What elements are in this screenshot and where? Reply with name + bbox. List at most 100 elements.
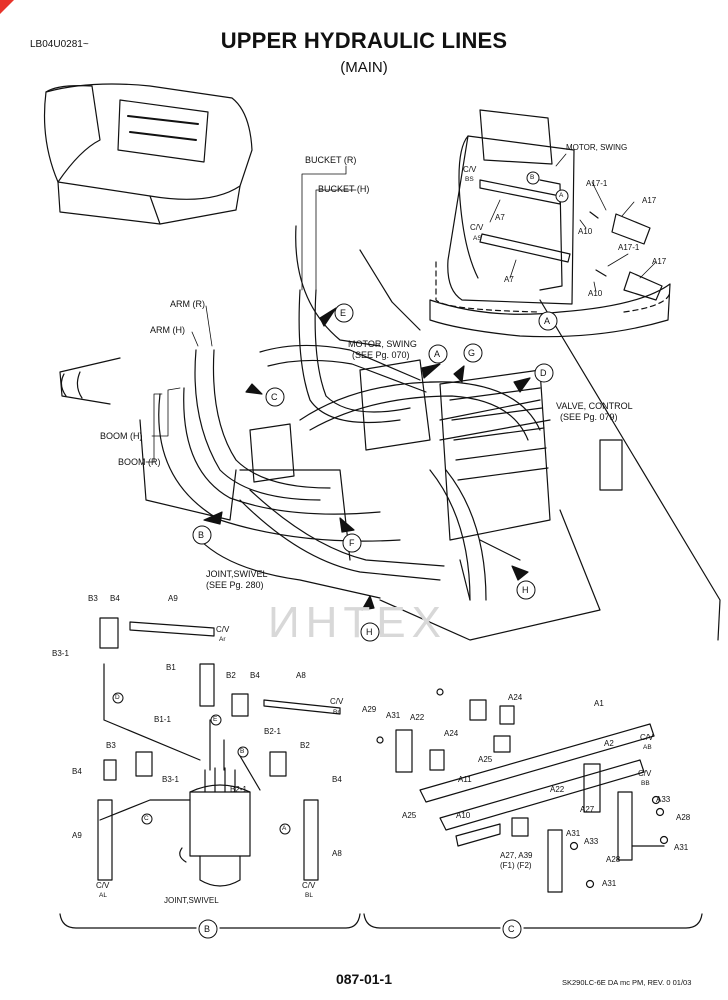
port-cv-bb: C/V <box>638 769 652 778</box>
logo-mark <box>0 0 14 14</box>
callout-circle-h-lower <box>360 622 380 642</box>
part-a22-mid: A22 <box>550 785 565 794</box>
part-b3-1-mid: B3-1 <box>162 775 179 784</box>
part-a17-upper: A17 <box>642 196 657 205</box>
detail-b-caption: JOINT,SWIVEL <box>164 896 219 905</box>
port-circle-a-small <box>279 823 291 835</box>
callout-e: E <box>340 308 347 318</box>
part-a31-mid: A31 <box>566 829 581 838</box>
part-a22-top: A22 <box>410 713 425 722</box>
pipe-bracket-detail <box>376 688 669 893</box>
part-a25-bottom: A25 <box>402 811 417 820</box>
label-motor-swing-ref: (SEE Pg. 070) <box>352 350 410 360</box>
port-a-joint: A <box>282 825 287 832</box>
label-motor-swing: MOTOR, SWING <box>348 339 417 349</box>
part-b1-1: B1-1 <box>154 715 171 724</box>
part-a7-lower: A7 <box>504 275 514 284</box>
port-al: AL <box>99 892 107 899</box>
part-a1: A1 <box>594 699 604 708</box>
port-circle-c <box>141 813 153 825</box>
excavator-thumbnail <box>43 83 253 225</box>
label-joint-swivel-ref: (SEE Pg. 280) <box>206 580 264 590</box>
part-a2: A2 <box>604 739 614 748</box>
label-arm-h: ARM (H) <box>150 325 185 335</box>
port-circle-a <box>555 189 569 203</box>
port-cv-al: C/V <box>96 881 110 890</box>
upper-frame <box>59 225 721 641</box>
label-joint-swivel: JOINT,SWIVEL <box>206 569 268 579</box>
port-b-motor: B <box>530 174 535 181</box>
part-b1: B1 <box>166 663 176 672</box>
port-cv-ab: C/V <box>640 733 654 742</box>
port-cv-bs: C/V <box>463 165 477 174</box>
callout-g: G <box>468 348 476 358</box>
page-subtitle: (MAIN) <box>340 59 388 76</box>
swivel-joint-detail <box>97 617 341 887</box>
port-cv-ar: C/V <box>216 625 230 634</box>
control-valve-block <box>249 359 551 541</box>
section-circle-c <box>502 919 522 939</box>
part-a17-lower: A17 <box>652 257 667 266</box>
part-b4-right: B4 <box>332 775 342 784</box>
part-a10-lower: A10 <box>588 289 603 298</box>
callout-h-lower: H <box>366 627 373 637</box>
page-title: UPPER HYDRAULIC LINES <box>220 28 508 53</box>
part-b2-1-mid: B2-1 <box>230 785 247 794</box>
part-a31-bottom: A31 <box>602 879 617 888</box>
callout-circle-b <box>192 525 212 545</box>
part-a8-bottom: A8 <box>332 849 342 858</box>
port-ar: Ar <box>219 636 226 643</box>
part-a10-upper: A10 <box>578 227 593 236</box>
port-ab: AB <box>643 744 652 751</box>
detail-c-section: C <box>508 924 515 934</box>
port-circle-b <box>526 171 540 185</box>
part-a27: A27 <box>580 805 595 814</box>
part-a28-right: A28 <box>676 813 691 822</box>
part-a24-top: A24 <box>508 693 523 702</box>
callout-circle-f <box>342 533 362 553</box>
page-number: 087-01-1 <box>335 971 393 987</box>
part-a7-upper: A7 <box>495 213 505 222</box>
port-d: D <box>115 694 120 701</box>
callout-circle-c <box>265 387 285 407</box>
port-c: C <box>144 815 149 822</box>
part-a17-1-lower: A17-1 <box>618 243 640 252</box>
detail-a-frame <box>435 261 671 313</box>
port-e: E <box>213 716 218 723</box>
detail-c-bracket <box>363 913 703 929</box>
callout-arrows <box>203 307 531 611</box>
detail-a-section: A <box>544 316 551 326</box>
port-b-joint: B <box>240 748 245 755</box>
part-a33-mid: A33 <box>584 837 599 846</box>
part-b3-mid: B3 <box>106 741 116 750</box>
port-bl: BL <box>305 892 313 899</box>
port-circle-d <box>112 692 124 704</box>
callout-circle-g <box>463 343 483 363</box>
label-bucket-r: BUCKET (R) <box>305 155 357 165</box>
part-a17-1-upper: A17-1 <box>586 179 608 188</box>
leader-lines <box>145 153 657 463</box>
part-a27-a39: A27, A39 <box>500 851 533 860</box>
part-a31-top: A31 <box>386 711 401 720</box>
label-boom-h: BOOM (H) <box>100 431 143 441</box>
detail-b-section: B <box>204 924 211 934</box>
callout-d: D <box>540 368 547 378</box>
part-a31-right: A31 <box>674 843 689 852</box>
part-a33-right: A33 <box>656 795 671 804</box>
port-cv-as: C/V <box>470 223 484 232</box>
part-a24-mid: A24 <box>444 729 459 738</box>
part-b4-mid: B4 <box>250 671 260 680</box>
part-a25-top: A25 <box>478 755 493 764</box>
part-a8-top: A8 <box>296 671 306 680</box>
part-a29: A29 <box>362 705 377 714</box>
callout-a: A <box>434 349 441 359</box>
callout-circle-h-right <box>516 580 536 600</box>
port-br: Br <box>333 709 340 716</box>
document-id: LB04U0281~ <box>30 39 89 50</box>
label-boom-r: BOOM (R) <box>118 457 161 467</box>
callout-circle-e <box>334 303 354 323</box>
swing-motor-detail <box>429 109 671 338</box>
section-circle-b <box>198 919 218 939</box>
